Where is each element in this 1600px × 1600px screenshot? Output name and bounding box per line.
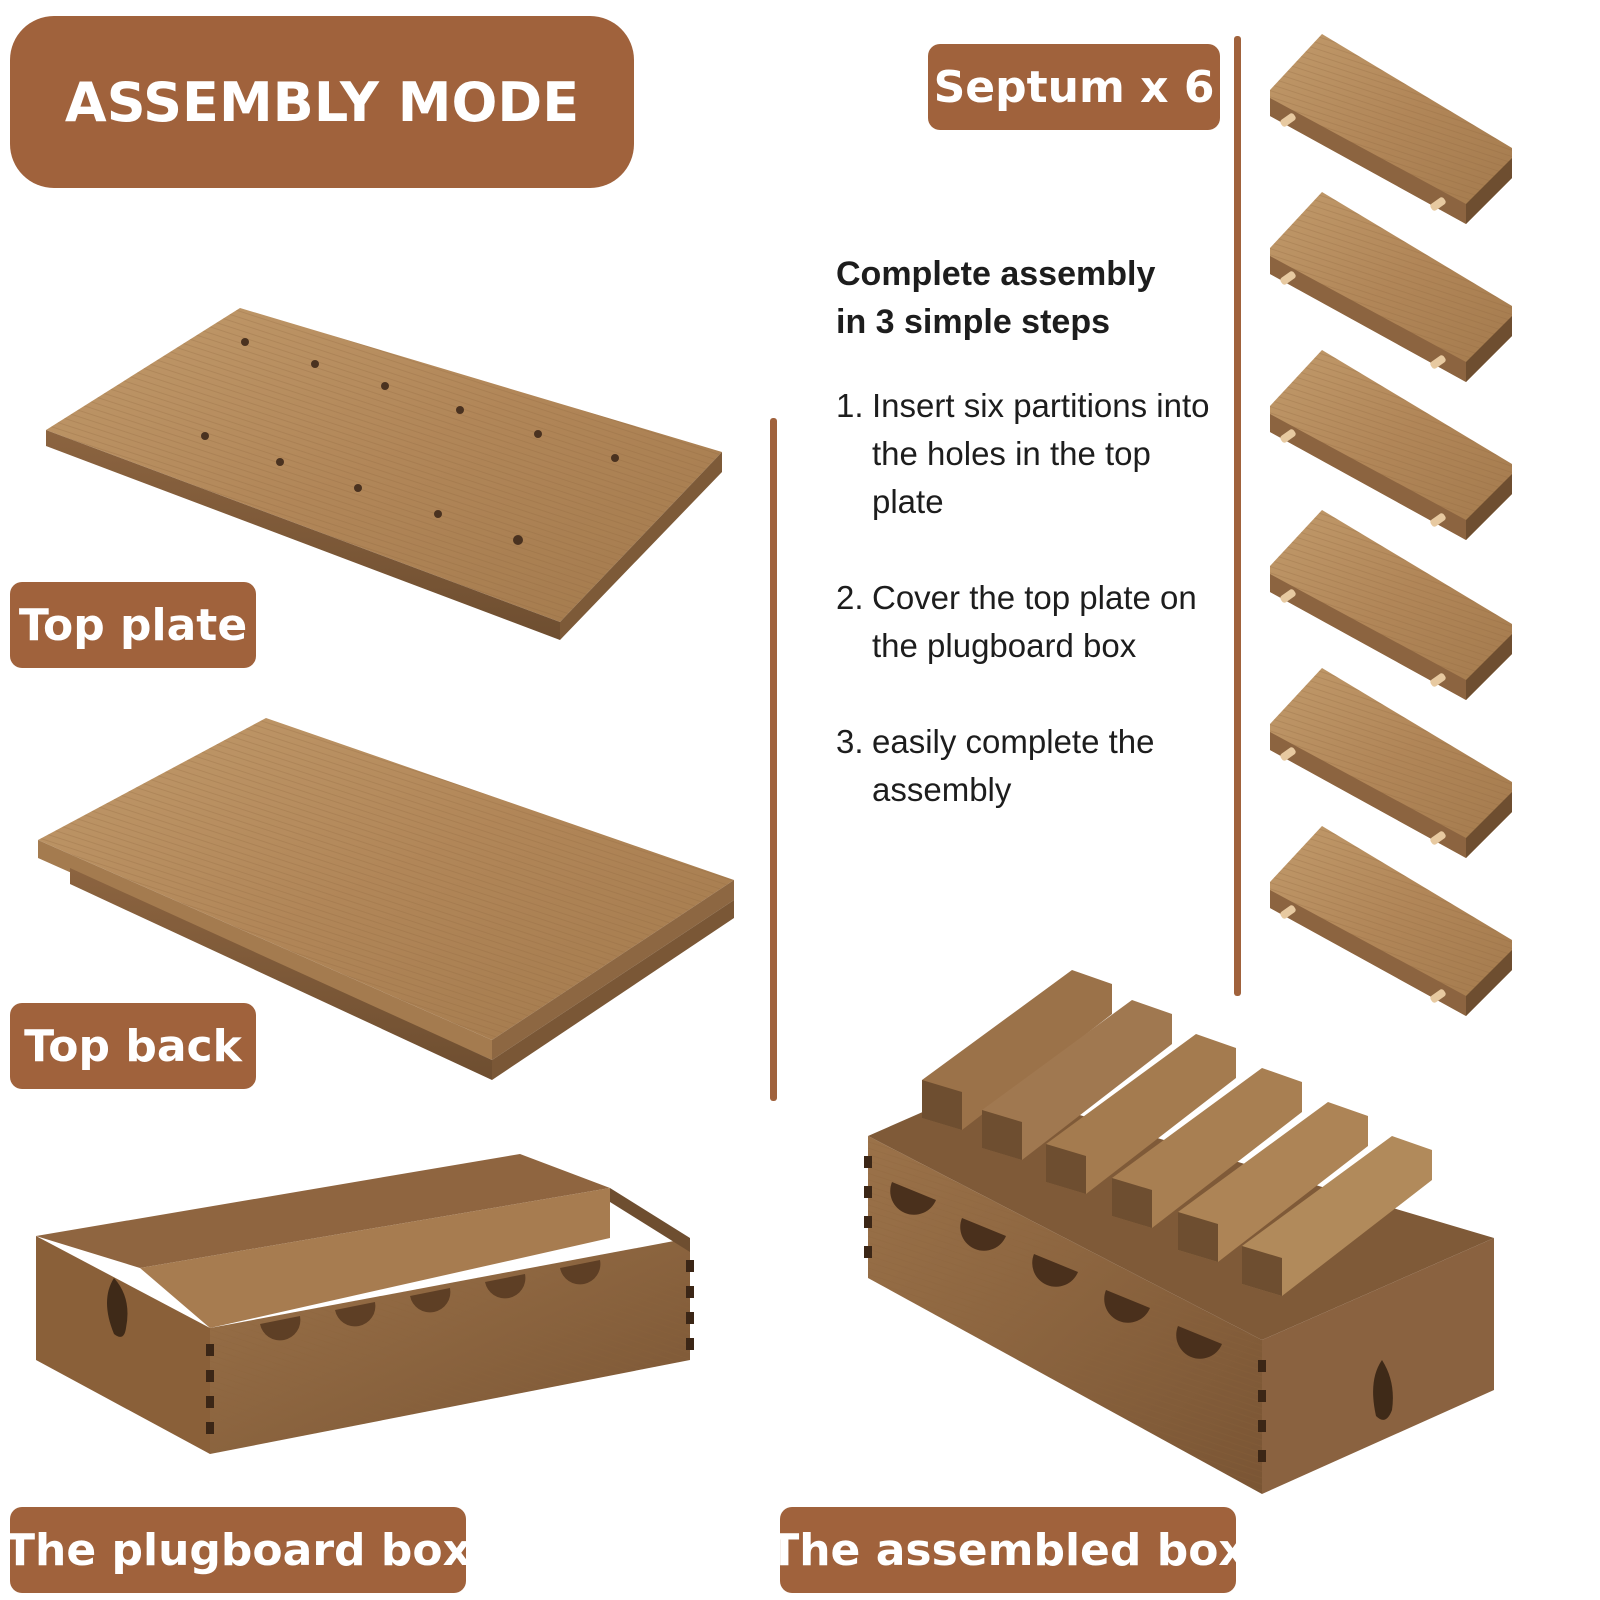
septum-piece bbox=[1270, 350, 1512, 540]
step-3: 3. easily complete the assembly bbox=[836, 718, 1216, 814]
septum-piece bbox=[1270, 34, 1512, 224]
assembled-box-image bbox=[864, 970, 1494, 1494]
septum-pieces-image bbox=[1270, 34, 1512, 1016]
septum-piece bbox=[1270, 510, 1512, 700]
step-text: Insert six partitions into the holes in … bbox=[872, 387, 1210, 520]
divider-line-right bbox=[1234, 36, 1241, 996]
step-1: 1. Insert six partitions into the holes … bbox=[836, 382, 1216, 526]
instructions-panel: Complete assembly in 3 simple steps 1. I… bbox=[836, 250, 1216, 862]
septum-piece bbox=[1270, 192, 1512, 382]
assembled-box-label: The assembled box bbox=[769, 1507, 1247, 1593]
instructions-heading: Complete assembly in 3 simple steps bbox=[836, 250, 1216, 346]
top-back-label: Top back bbox=[10, 1003, 256, 1089]
top-back-image bbox=[38, 718, 734, 1080]
step-2: 2. Cover the top plate on the plugboard … bbox=[836, 574, 1216, 670]
septum-piece bbox=[1270, 668, 1512, 858]
top-plate-image bbox=[46, 308, 722, 640]
step-number: 2. bbox=[836, 579, 864, 616]
step-text: easily complete the assembly bbox=[872, 723, 1155, 808]
instructions-heading-line-2: in 3 simple steps bbox=[836, 303, 1110, 341]
divider-line-left bbox=[770, 418, 777, 1101]
step-text: Cover the top plate on the plugboard box bbox=[872, 579, 1197, 664]
assembly-mode-title: ASSEMBLY MODE bbox=[10, 16, 634, 188]
step-number: 1. bbox=[836, 387, 864, 424]
step-number: 3. bbox=[836, 723, 864, 760]
septum-label: Septum x 6 bbox=[928, 44, 1220, 130]
plugboard-box-image bbox=[36, 1154, 694, 1454]
instructions-heading-line-1: Complete assembly bbox=[836, 255, 1156, 293]
top-plate-label: Top plate bbox=[10, 582, 256, 668]
plugboard-box-label: The plugboard box bbox=[5, 1507, 471, 1593]
